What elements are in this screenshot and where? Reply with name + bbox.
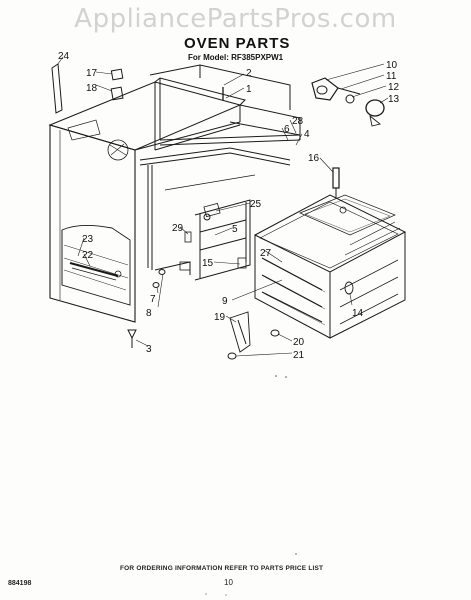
callout-10: 10 (386, 60, 398, 71)
callout-25: 25 (250, 199, 262, 210)
scan-specks (205, 375, 297, 596)
bottom-panel (61, 225, 131, 306)
watermark: AppliancePartsPros.com (74, 4, 397, 34)
document-number: 884198 (8, 580, 32, 587)
callout-14: 14 (352, 308, 364, 319)
callout-12: 12 (388, 82, 400, 93)
callout-16: 16 (308, 153, 320, 164)
callout-15: 15 (202, 258, 214, 269)
callout-20: 20 (293, 337, 305, 348)
small-hardware (51, 63, 280, 360)
callout-27: 27 (260, 248, 272, 259)
burner-assembly (69, 262, 122, 281)
callout-7: 7 (150, 294, 156, 305)
callout-5: 5 (232, 224, 238, 235)
callout-3: 3 (146, 344, 152, 355)
callout-19: 19 (214, 312, 226, 323)
callout-13: 13 (388, 94, 400, 105)
top-frame (139, 64, 301, 191)
callout-21: 21 (293, 350, 305, 361)
callout-23: 23 (82, 234, 94, 245)
callout-9: 9 (222, 296, 228, 307)
front-frame (147, 165, 251, 281)
callout-11: 11 (386, 71, 397, 82)
leader-lines (56, 56, 389, 357)
callout-2: 2 (246, 68, 252, 79)
page-title: OVEN PARTS (184, 35, 291, 52)
callout-18: 18 (86, 83, 98, 94)
temperature-sensor (332, 167, 340, 198)
ordering-note: FOR ORDERING INFORMATION REFER TO PARTS … (120, 565, 324, 572)
callout-8: 8 (146, 308, 152, 319)
callout-4: 4 (304, 129, 310, 140)
callout-28: 28 (292, 116, 304, 127)
oven-liner (253, 194, 407, 339)
callout-labels: 24 17 18 2 1 10 11 12 13 28 6 4 16 25 5 … (58, 51, 400, 361)
callout-29: 29 (172, 223, 184, 234)
callout-17: 17 (86, 68, 98, 79)
model-subtitle: For Model: RF385PXPW1 (188, 53, 284, 62)
oven-light-assembly (311, 77, 385, 127)
callout-6: 6 (284, 124, 290, 135)
oven-bottom-pan (299, 194, 396, 236)
page-number: 10 (224, 578, 233, 587)
callout-24: 24 (58, 51, 70, 62)
callout-1: 1 (246, 84, 252, 95)
callout-22: 22 (82, 250, 94, 261)
